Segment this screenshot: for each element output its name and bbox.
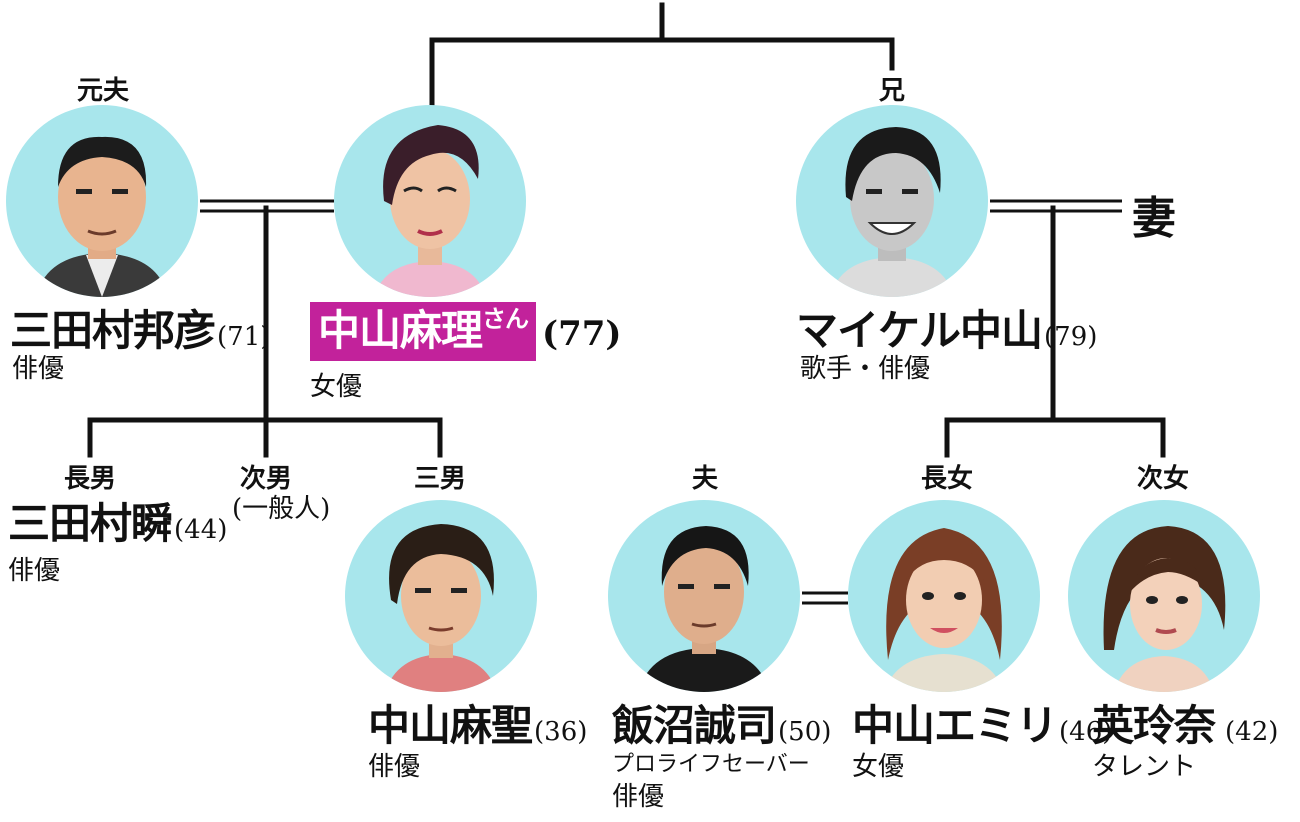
portrait-mitamura-kunihiko [6,105,198,297]
occupation-nakayama-masato: 俳優 [368,752,421,782]
portrait-michael-nakayama [796,105,988,297]
occupation-hinano: タレント [1092,752,1197,782]
occupation-iinuma-seiji-line1: プロライフセーバー [612,752,810,777]
age-text: (79) [1044,322,1098,352]
man-face-icon [36,136,168,297]
relation-label-second-son: 次男 [239,464,292,494]
occupation-mitamura-shun: 俳優 [8,556,61,586]
name-michael-nakayama: マイケル中山(79) [796,310,1097,352]
age-text: (44) [174,515,228,545]
woman-face-icon [374,125,486,297]
relation-label-first-daughter: 長女 [920,464,973,494]
relation-label-first-son: 長男 [63,464,116,494]
wife-label: 妻 [1132,193,1176,244]
name-text: 三田村邦彦 [10,306,216,355]
woman-face-icon [1103,526,1226,692]
name-text: 飯沼誠司 [612,701,777,750]
occupation-nakayama-emiri: 女優 [852,752,905,782]
name-nakayama-masato: 中山麻聖(36) [368,705,587,747]
age-text: (50) [778,717,832,747]
portrait-nakayama-masato [345,500,537,692]
relation-label-older-brother: 兄 [878,76,905,106]
name-text: 三田村瞬 [8,499,173,548]
marriage-mitamura-mari [200,199,334,213]
man-face-icon [638,526,770,692]
name-text: 中山麻聖 [368,701,533,750]
name-mitamura-kunihiko: 三田村邦彦(71) [10,310,270,352]
relation-label-third-son: 三男 [413,464,466,494]
name-nakayama-mari: 中山麻理さん(77) [310,302,622,361]
age-text: (71) [217,322,271,352]
marriage-iinuma-emiri [802,591,848,605]
age-text: (46) [1059,717,1113,747]
age-text: (77) [542,314,622,354]
name-hinano: 英玲奈(42) [1092,705,1278,747]
age-text: (42) [1225,717,1279,747]
note-second-son: (一般人) [232,494,331,524]
relation-label-ex-husband: 元夫 [76,76,129,106]
highlighted-name: 中山麻理さん [310,302,537,361]
occupation-mitamura-kunihiko: 俳優 [12,354,65,384]
occupation-nakayama-mari: 女優 [310,372,363,402]
occupation-iinuma-seiji-line2: 俳優 [612,782,665,812]
name-text: マイケル中山 [796,306,1043,355]
portrait-nakayama-emiri [848,500,1040,692]
portrait-nakayama-mari [334,105,526,297]
portrait-hinano [1068,500,1260,692]
occupation-michael-nakayama: 歌手・俳優 [800,354,931,384]
name-text: 英玲奈 [1092,701,1216,750]
name-text: 中山エミリ [852,701,1058,750]
woman-face-icon [884,528,1004,692]
honorific-text: さん [482,305,529,333]
name-mitamura-shun: 三田村瞬(44) [8,503,227,545]
relation-label-husband: 夫 [691,464,718,494]
relation-label-second-daughter: 次女 [1136,464,1189,494]
man-face-icon [385,524,497,692]
name-nakayama-emiri: 中山エミリ(46) [852,705,1112,747]
portrait-iinuma-seiji [608,500,800,692]
man-face-bw-icon [830,127,954,297]
marriage-michael-wife [990,199,1122,213]
age-text: (36) [534,717,588,747]
name-iinuma-seiji: 飯沼誠司(50) [612,705,831,747]
name-text: 中山麻理 [318,306,483,355]
